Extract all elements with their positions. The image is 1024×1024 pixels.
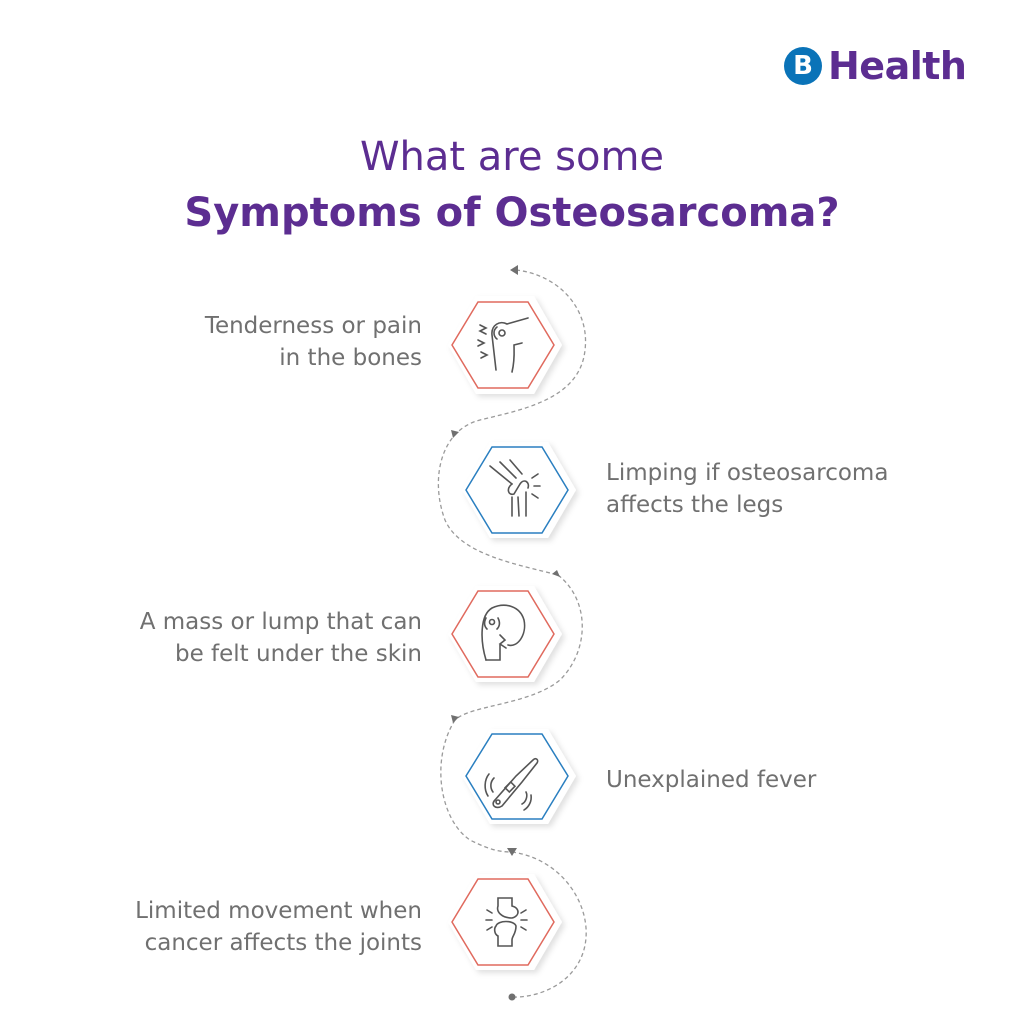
symptom-text: Tenderness or pain (204, 313, 422, 339)
brand-badge-icon: B (784, 47, 822, 85)
arrow-icon (552, 570, 560, 577)
symptom-label-3: A mass or lump that can be felt under th… (140, 606, 422, 670)
symptom-text: cancer affects the joints (144, 930, 422, 956)
leg-joint-icon (489, 459, 541, 517)
arrow-icon (507, 848, 517, 856)
symptom-label-5: Limited movement when cancer affects the… (135, 895, 422, 959)
shoulder-lump-icon (481, 604, 526, 661)
arrow-icon (451, 430, 459, 438)
dashed-connector (437, 269, 587, 998)
arrowheads (451, 265, 560, 856)
brand-name: Health (828, 44, 967, 88)
page-title-line-1: What are some (359, 134, 665, 180)
symptom-text: affects the legs (606, 492, 784, 518)
symptom-text: Unexplained fever (606, 767, 817, 793)
symptom-label-2: Limping if osteosarcoma affects the legs (606, 457, 888, 521)
symptom-text: Limited movement when (135, 898, 422, 924)
symptom-hex-3 (448, 586, 562, 682)
path-start-dot (508, 993, 516, 1001)
arrow-icon (510, 265, 518, 275)
symptom-hex-1 (448, 296, 562, 394)
arrow-icon (451, 715, 459, 723)
symptom-hex-2 (462, 442, 576, 538)
symptom-hex-5 (448, 874, 562, 970)
knee-pain-icon (477, 317, 529, 373)
symptom-text: in the bones (279, 345, 422, 371)
page-title-line-2: Symptoms of Osteosarcoma? (184, 190, 840, 236)
symptom-label-1: Tenderness or pain in the bones (205, 310, 422, 374)
symptom-label-4: Unexplained fever (606, 764, 816, 796)
joint-pain-icon (485, 897, 528, 947)
symptom-hex-4 (462, 729, 576, 824)
symptom-text: A mass or lump that can (139, 609, 422, 635)
brand-logo: B Health (784, 44, 967, 88)
thermometer-icon (484, 757, 539, 811)
symptom-text: be felt under the skin (174, 641, 422, 667)
symptom-text: Limping if osteosarcoma (606, 460, 889, 486)
